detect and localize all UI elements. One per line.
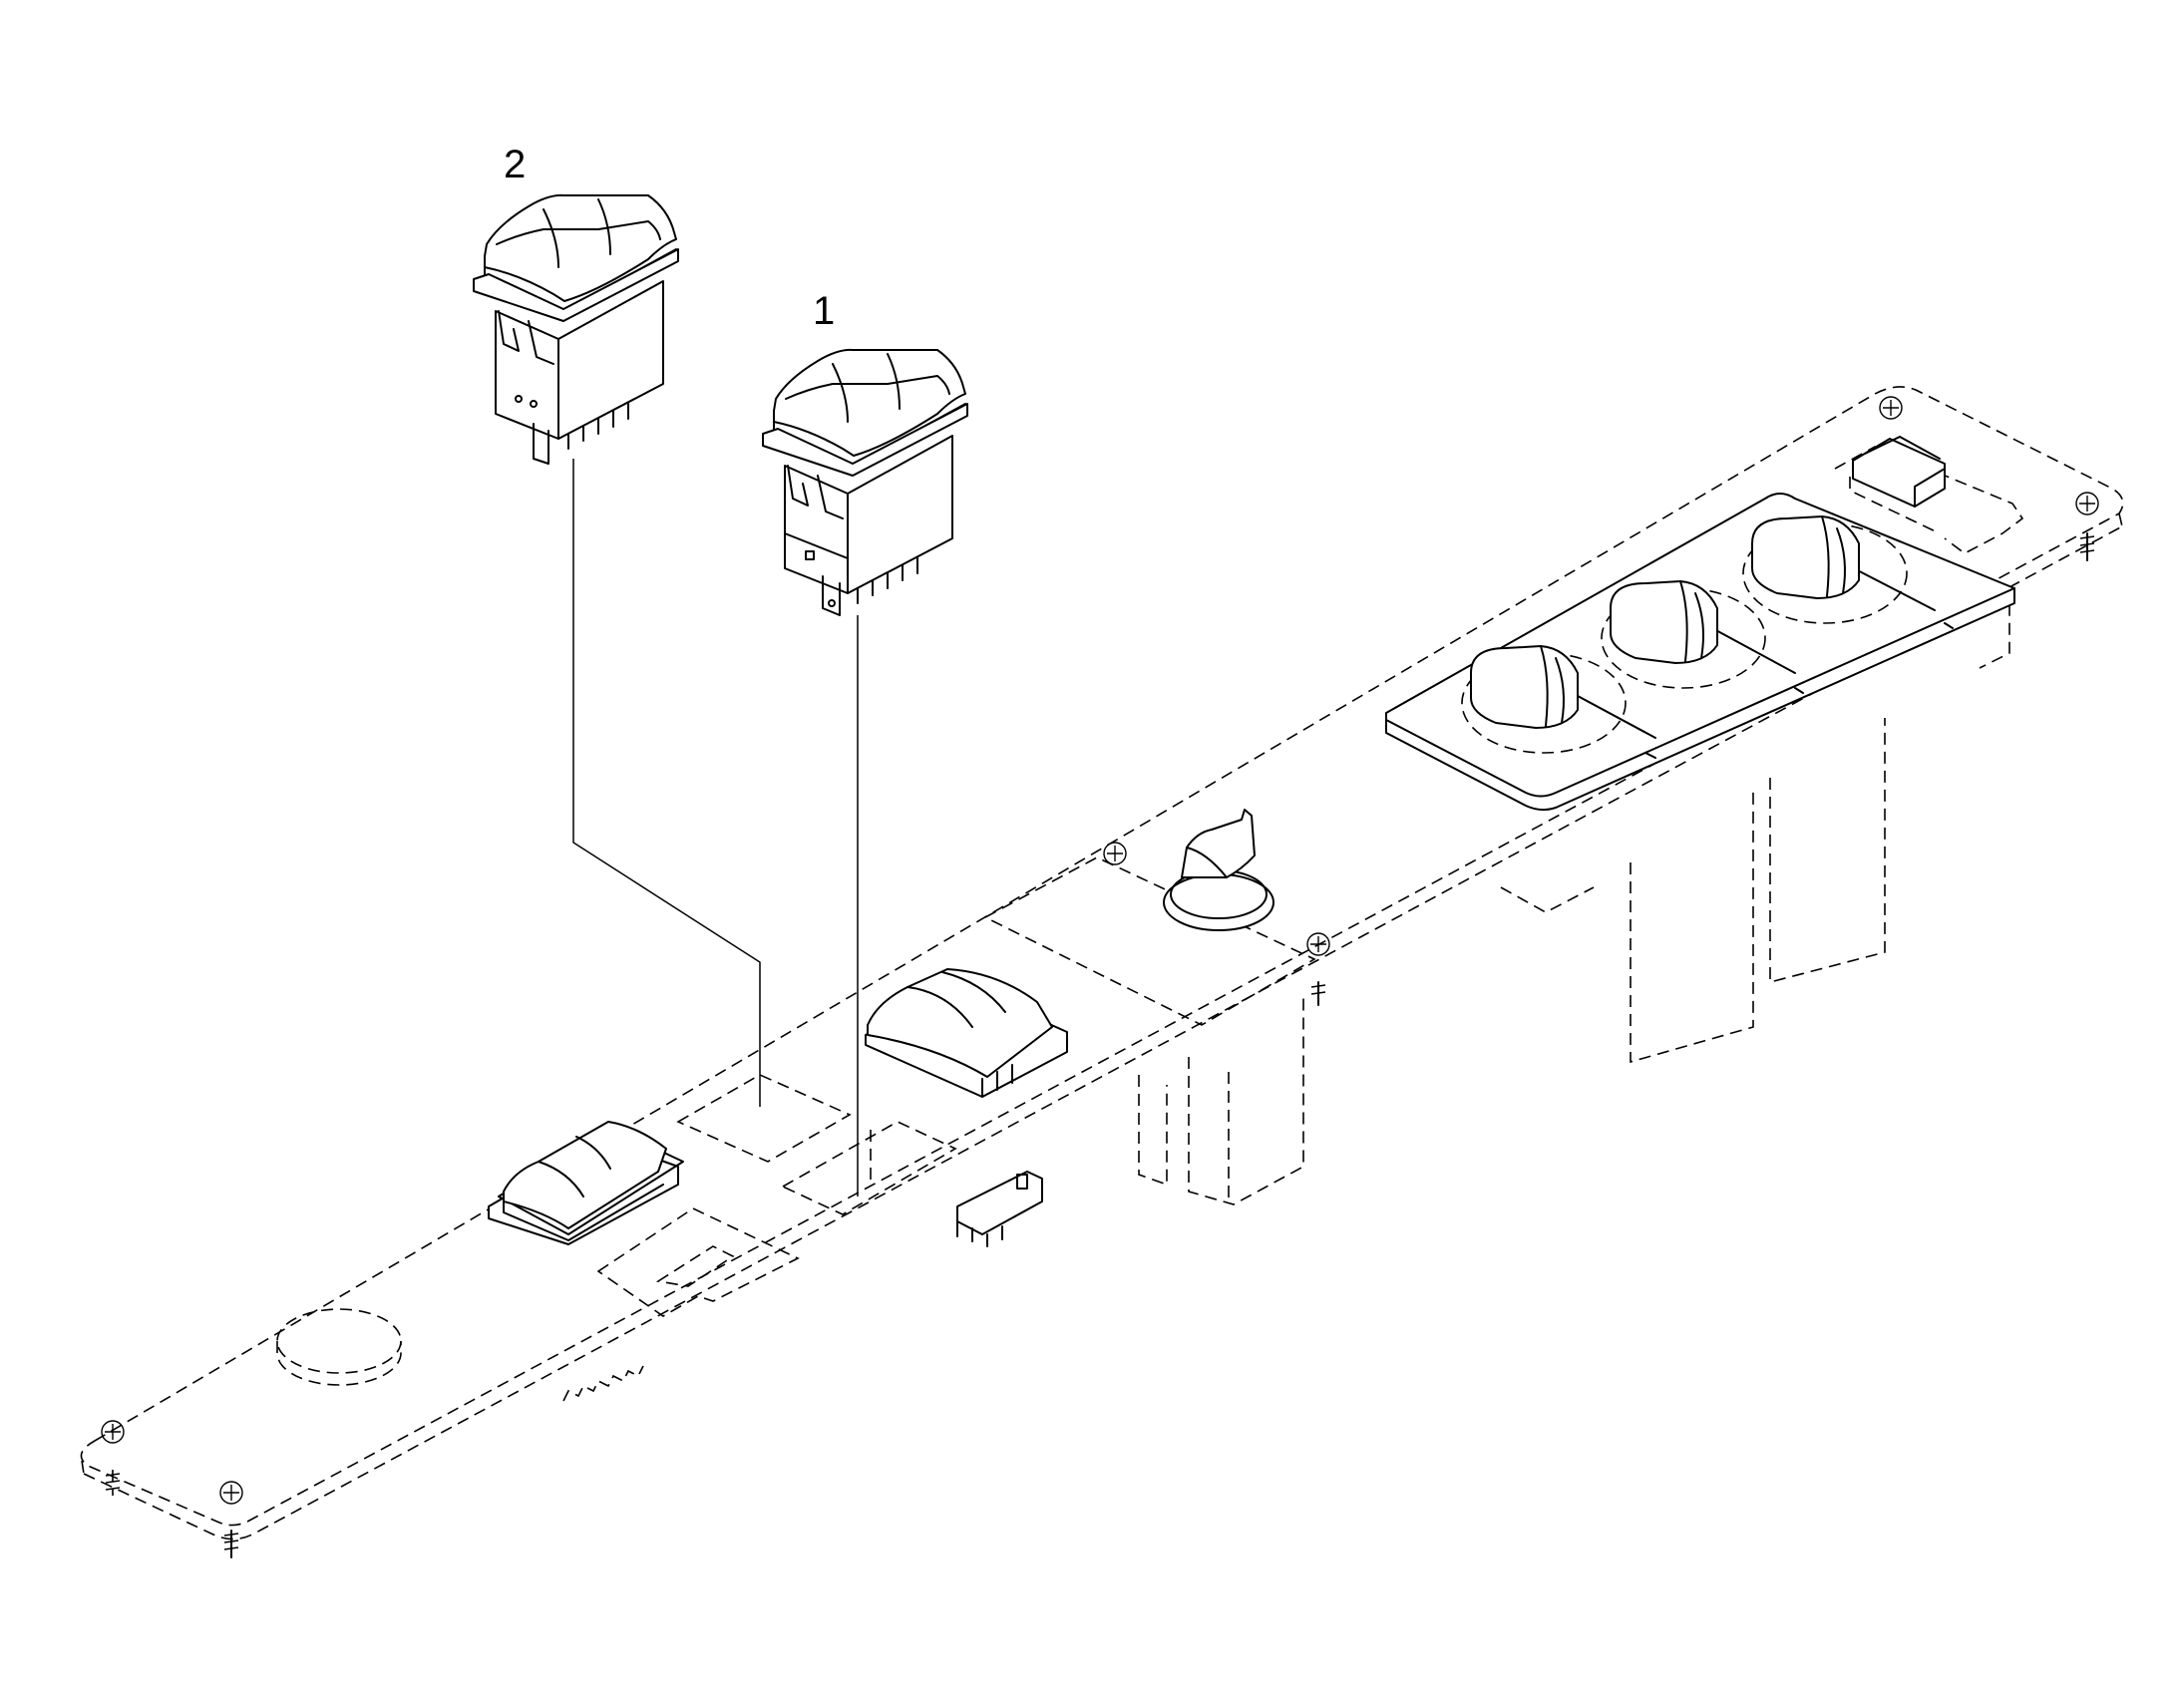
- rear-toggle-switch: [1852, 436, 1946, 508]
- round-plug: [276, 1308, 402, 1386]
- callout-item-1: 1: [813, 289, 835, 333]
- rocker-switch-item-2: [473, 193, 679, 465]
- push-button-1: [1461, 645, 1627, 754]
- rocker-switch-item-1: [762, 348, 968, 616]
- screw-rear-left: [1879, 396, 1903, 420]
- panel-rocker-switch-front: [488, 1121, 684, 1245]
- screw-mid-right: [1306, 932, 1330, 1006]
- switch-panel: [80, 386, 2124, 1558]
- push-button-module: [1385, 493, 2015, 812]
- push-button-3: [1742, 515, 1908, 624]
- screw-rear-right: [2075, 492, 2099, 561]
- screw-front-left: [101, 1420, 125, 1496]
- panel-rocker-switch-middle: [865, 968, 1068, 1098]
- callout-item-2: 2: [504, 143, 526, 186]
- leader-line-item-2: [572, 459, 761, 1107]
- rocker-terminals: [956, 1171, 1043, 1247]
- screw-mid-left: [1103, 842, 1127, 865]
- screw-front-right: [219, 1481, 243, 1558]
- rotary-selector-switch: [1163, 809, 1274, 931]
- push-button-2: [1601, 580, 1766, 689]
